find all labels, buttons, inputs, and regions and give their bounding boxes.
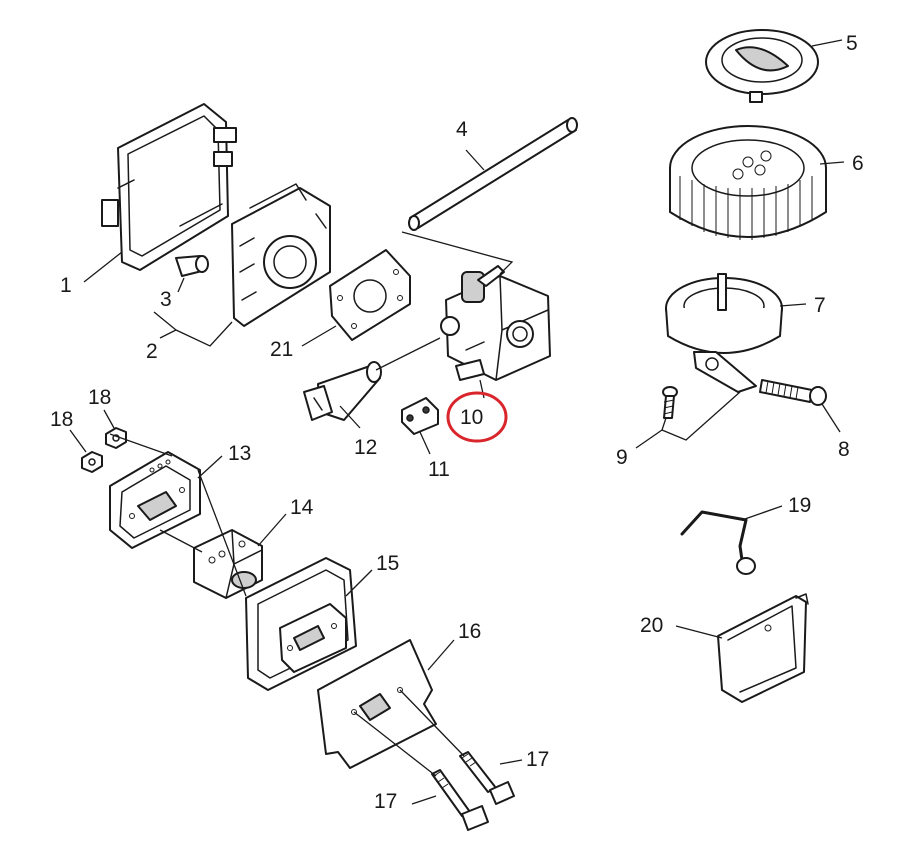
part-17-bolt-b[interactable] xyxy=(431,769,489,831)
callout-14[interactable]: 14 xyxy=(290,496,314,519)
part-11-clip[interactable] xyxy=(401,397,439,435)
callout-18a[interactable]: 18 xyxy=(88,386,111,409)
leader-lines xyxy=(69,39,845,805)
part-10-carburettor[interactable] xyxy=(440,265,551,381)
callout-16[interactable]: 16 xyxy=(458,620,481,643)
part-20-cover[interactable] xyxy=(717,593,809,703)
part-9-screw[interactable] xyxy=(662,386,678,419)
callout-12[interactable]: 12 xyxy=(354,436,377,459)
callout-1[interactable]: 1 xyxy=(60,274,72,297)
callout-11[interactable]: 11 xyxy=(428,458,450,481)
part-14-exhaust-port[interactable] xyxy=(193,529,263,599)
callout-3[interactable]: 3 xyxy=(160,288,172,311)
part-18-nut-a[interactable] xyxy=(105,427,127,449)
callout-20[interactable]: 20 xyxy=(640,614,663,637)
part-5-filter-cap[interactable] xyxy=(705,29,819,103)
callout-8[interactable]: 8 xyxy=(838,438,850,461)
callout-4[interactable]: 4 xyxy=(456,118,468,141)
callout-10[interactable]: 10 xyxy=(460,406,483,429)
callout-9[interactable]: 9 xyxy=(616,446,628,469)
part-17-bolt-a[interactable] xyxy=(459,751,515,805)
part-18-nut-b[interactable] xyxy=(81,451,103,473)
callout-labels: 1 2 3 4 5 6 7 8 9 10 11 12 13 14 15 16 1… xyxy=(50,32,864,813)
part-8-screw[interactable] xyxy=(759,379,827,406)
highlight-circle-10 xyxy=(446,391,508,443)
part-1-frame[interactable] xyxy=(101,103,237,271)
callout-19[interactable]: 19 xyxy=(788,494,811,517)
part-13-exhaust-gasket[interactable] xyxy=(109,451,201,549)
part-12-intake-boot[interactable] xyxy=(303,361,382,421)
callout-7[interactable]: 7 xyxy=(814,294,826,317)
callout-6[interactable]: 6 xyxy=(852,152,864,175)
part-16-heat-shield[interactable] xyxy=(317,639,437,769)
callout-5[interactable]: 5 xyxy=(846,32,858,55)
part-3-nipple[interactable] xyxy=(175,255,209,277)
part-21-gasket[interactable] xyxy=(329,249,411,341)
part-19-wire[interactable] xyxy=(680,510,756,575)
part-15-muffler[interactable] xyxy=(245,557,357,691)
callout-18b[interactable]: 18 xyxy=(50,408,73,431)
callout-17b[interactable]: 17 xyxy=(374,790,397,813)
callout-2[interactable]: 2 xyxy=(146,340,158,363)
part-4-rod[interactable] xyxy=(408,117,578,231)
part-2-flange[interactable] xyxy=(231,183,331,327)
callout-17a[interactable]: 17 xyxy=(526,748,549,771)
callout-15[interactable]: 15 xyxy=(376,552,399,575)
callout-13[interactable]: 13 xyxy=(228,442,251,465)
part-7-filter-base[interactable] xyxy=(665,273,783,393)
part-6-filter-element[interactable] xyxy=(669,125,827,240)
callout-21[interactable]: 21 xyxy=(270,338,293,361)
